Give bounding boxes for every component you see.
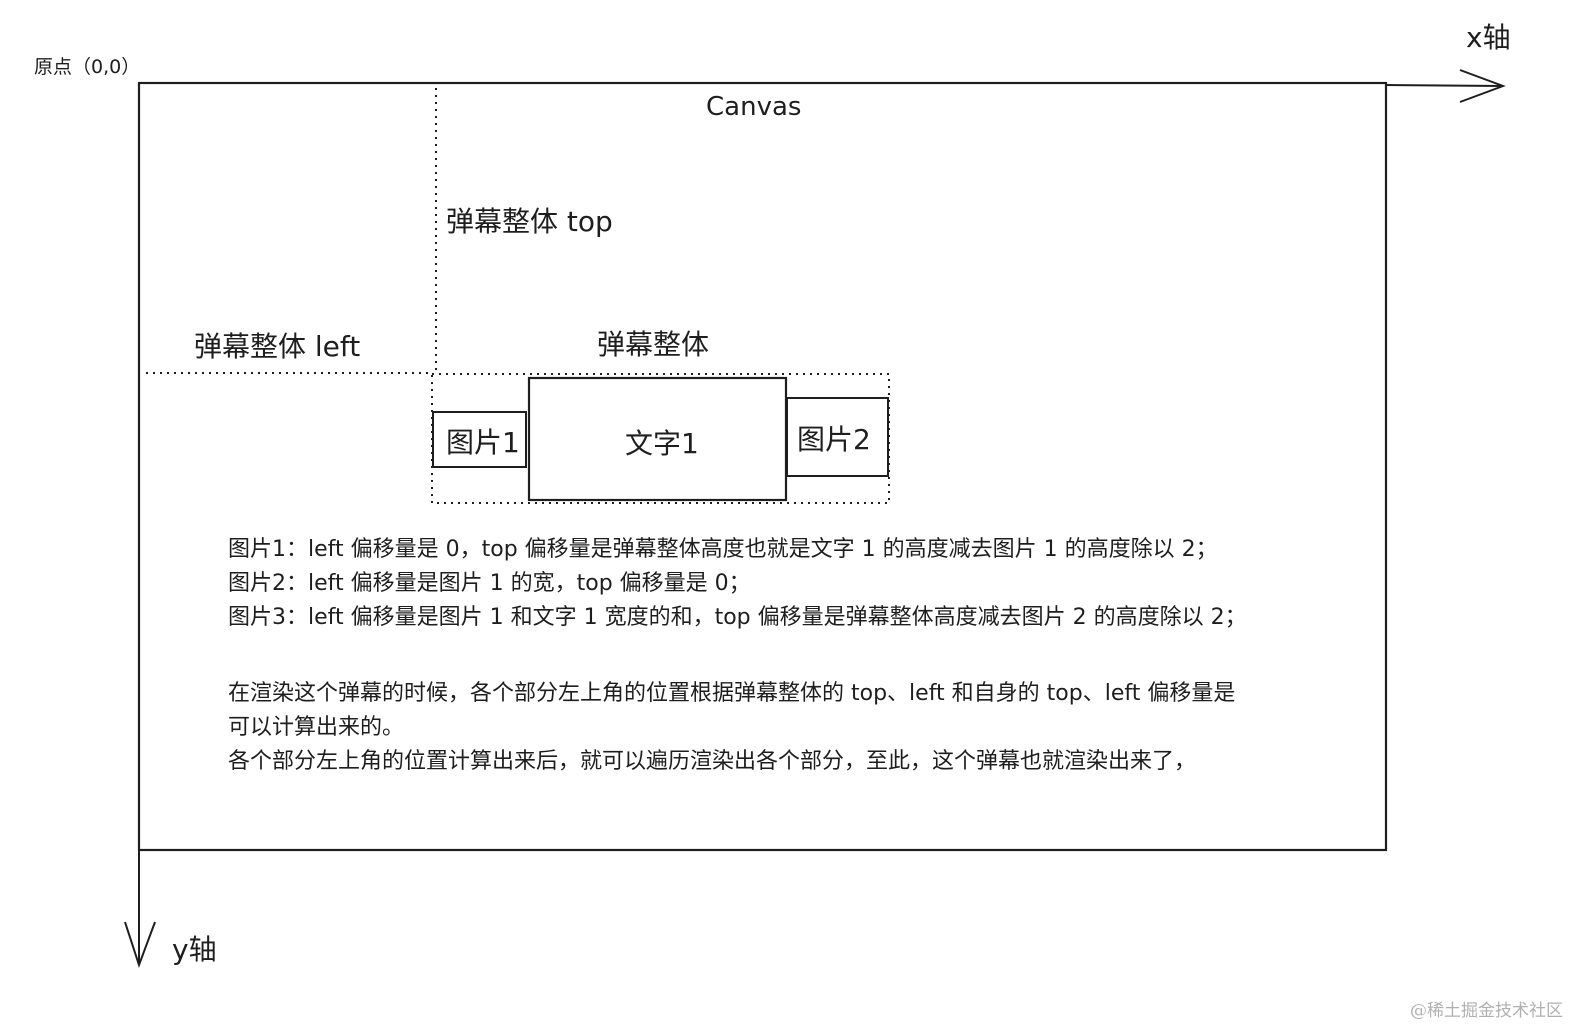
summary-line-3: 各个部分左上角的位置计算出来后，就可以遍历渲染出各个部分，至此，这个弹幕也就渲染… (228, 749, 1197, 774)
text1-label: 文字1 (625, 427, 699, 460)
image1-box (432, 411, 527, 468)
image1-label: 图片1 (446, 426, 520, 459)
description-line-1: 图片1：left 偏移量是 0，top 偏移量是弹幕整体高度也就是文字 1 的高… (228, 537, 1218, 562)
x-axis-label: x轴 (1466, 21, 1511, 54)
y-axis-label: y轴 (172, 933, 217, 966)
y-axis-arrowhead (124, 921, 156, 969)
x-axis-arrowhead (1459, 69, 1506, 103)
origin-label: 原点（0,0） (34, 56, 141, 78)
canvas-rect (137, 81, 1388, 852)
description-line-3: 图片3：left 偏移量是图片 1 和文字 1 宽度的和，top 偏移量是弹幕整… (228, 605, 1247, 630)
danmu-whole-label: 弹幕整体 (597, 328, 710, 361)
description-line-2: 图片2：left 偏移量是图片 1 的宽，top 偏移量是 0； (228, 571, 751, 596)
danmu-top-label: 弹幕整体 top (446, 205, 613, 238)
image2-label: 图片2 (797, 423, 871, 456)
danmu-left-label: 弹幕整体 left (194, 330, 361, 363)
image2-box (786, 397, 889, 477)
summary-line-2: 可以计算出来的。 (228, 715, 405, 740)
canvas-label: Canvas (706, 92, 802, 122)
x-axis-line (1385, 84, 1504, 87)
watermark: @稀土掘金技术社区 (1410, 1001, 1563, 1021)
summary-line-1: 在渲染这个弹幕的时候，各个部分左上角的位置根据弹幕整体的 top、left 和自… (228, 681, 1236, 706)
